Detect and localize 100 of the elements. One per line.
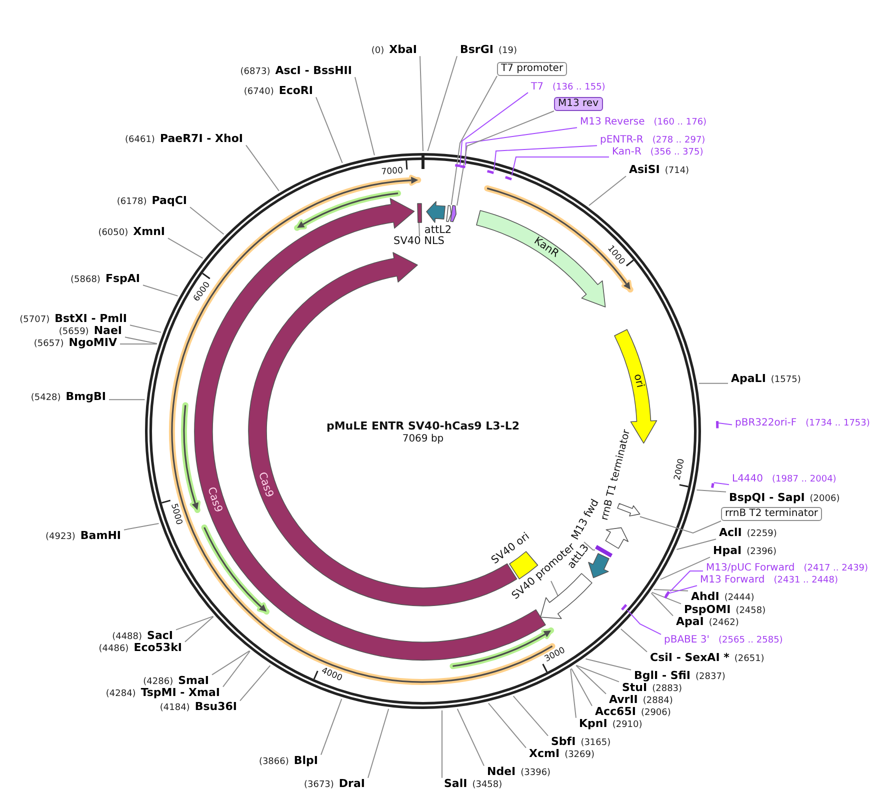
site-position: (2006): [810, 494, 840, 504]
site-position: (3396): [520, 768, 551, 778]
enzyme-name: BsrGI: [460, 44, 494, 56]
scale-label: 2000: [674, 458, 687, 482]
leader-line: [246, 144, 280, 192]
leader-line: [190, 206, 224, 235]
leader-line: [696, 489, 726, 492]
sequence-feature: [426, 200, 446, 223]
leader-line: [124, 523, 160, 530]
leader-line: [653, 588, 688, 592]
leader-line: [184, 616, 214, 642]
primer-range: (278 .. 297): [652, 135, 706, 146]
enzyme-name: PaqCI: [152, 194, 187, 208]
primer-name: T7: [531, 81, 544, 93]
site-position: (3673): [304, 780, 334, 790]
enzyme-name: FspAI: [105, 272, 140, 286]
enzyme-name: XbaI: [389, 44, 417, 56]
enzyme-name: BamHI: [80, 530, 121, 542]
sequence-length: 7069 bp: [402, 434, 444, 444]
enzyme-name: PspOMI: [684, 604, 731, 616]
leader-line: [494, 145, 598, 171]
enzyme-name: NaeI: [94, 324, 122, 338]
leader-line: [511, 156, 610, 176]
leader-line: [639, 516, 722, 534]
site-position: (2396): [746, 546, 777, 557]
leader-line: [427, 56, 458, 152]
enzyme-name: XcmI: [529, 748, 560, 760]
primer-range: (2417 .. 2439): [804, 563, 868, 574]
site-position: (6178): [116, 196, 147, 207]
leader-line: [698, 382, 728, 384]
enzyme-name: BlpI: [294, 754, 318, 768]
enzyme-name: NdeI: [487, 766, 516, 778]
leader-line: [488, 702, 526, 748]
leader-line: [420, 56, 424, 152]
leader-line: [718, 422, 732, 426]
enzyme-name: AsiSI: [629, 164, 660, 176]
leader-line: [124, 336, 158, 344]
leader-line: [320, 698, 342, 756]
site-position: (2910): [612, 720, 642, 730]
site-position: (2906): [640, 708, 671, 718]
enzyme-name: BspQI - SapI: [729, 492, 805, 504]
sequence-feature: [616, 503, 640, 517]
leader-line: [668, 585, 698, 594]
leader-line: [176, 616, 214, 630]
feature-bar: [595, 545, 613, 558]
leader-line: [620, 628, 648, 652]
site-position: (3165): [580, 738, 611, 748]
scale-label: 4000: [320, 666, 344, 684]
primer-site-mark: [460, 165, 466, 168]
leader-line: [460, 92, 528, 165]
site-position: (6873): [240, 66, 270, 77]
leader-line: [660, 556, 710, 580]
leader-line: [676, 538, 716, 550]
site-position: (4286): [143, 676, 174, 687]
sequence-feature: [450, 205, 457, 223]
enzyme-name: ApaLI: [731, 372, 766, 386]
leader-line: [512, 696, 548, 736]
leader-line: [354, 76, 375, 156]
leader-line: [222, 650, 250, 688]
enzyme-name: AclI: [719, 526, 742, 540]
primer-site-mark: [454, 164, 460, 168]
enzyme-name: SalI: [444, 778, 468, 790]
primer-range: (1987 .. 2004): [772, 474, 836, 484]
enzyme-name: TspMI - XmaI: [140, 686, 220, 700]
site-position: (4488): [112, 632, 142, 642]
site-position: (19): [498, 46, 517, 56]
leader-line: [120, 344, 158, 345]
site-position: (4486): [98, 644, 129, 654]
primer-name: M13 Forward: [700, 574, 765, 586]
primer-range: (356 .. 375): [650, 147, 704, 158]
site-position: (2462): [708, 618, 739, 628]
enzyme-name: BmgBI: [66, 390, 106, 404]
site-position: (714): [664, 166, 690, 176]
feature-name: ori: [630, 373, 646, 389]
enzyme-name: Eco53kI: [134, 642, 182, 654]
feature-tag: T7 promoter: [497, 62, 568, 76]
site-position: (4284): [106, 688, 136, 699]
primer-range: (2431 .. 2448): [774, 575, 838, 586]
primer-name: M13/pUC Forward: [706, 562, 795, 574]
leader-line: [585, 658, 632, 670]
leader-line: [450, 76, 498, 206]
primer-name: pBR322ori-F: [735, 417, 797, 429]
enzyme-name: DraI: [338, 778, 365, 790]
leader-line: [418, 222, 420, 237]
leader-line: [456, 708, 484, 766]
primer-range: (136 .. 155): [552, 82, 606, 92]
enzyme-name: ApaI: [676, 616, 704, 628]
primer-name: pBABE 3': [664, 634, 710, 646]
primer-site-mark: [710, 482, 714, 488]
enzyme-name: Bsu36I: [194, 700, 237, 714]
leader-line: [576, 664, 620, 682]
leader-line: [588, 176, 626, 206]
feature-name: Cas9: [204, 486, 224, 514]
primer-name: M13 Reverse: [580, 116, 645, 128]
leader-line: [626, 610, 662, 635]
site-position: (3458): [472, 780, 502, 790]
site-position: (2651): [734, 654, 764, 664]
site-position: (6050): [98, 228, 128, 238]
primer-site-mark: [504, 176, 512, 180]
leader-line: [713, 482, 730, 486]
